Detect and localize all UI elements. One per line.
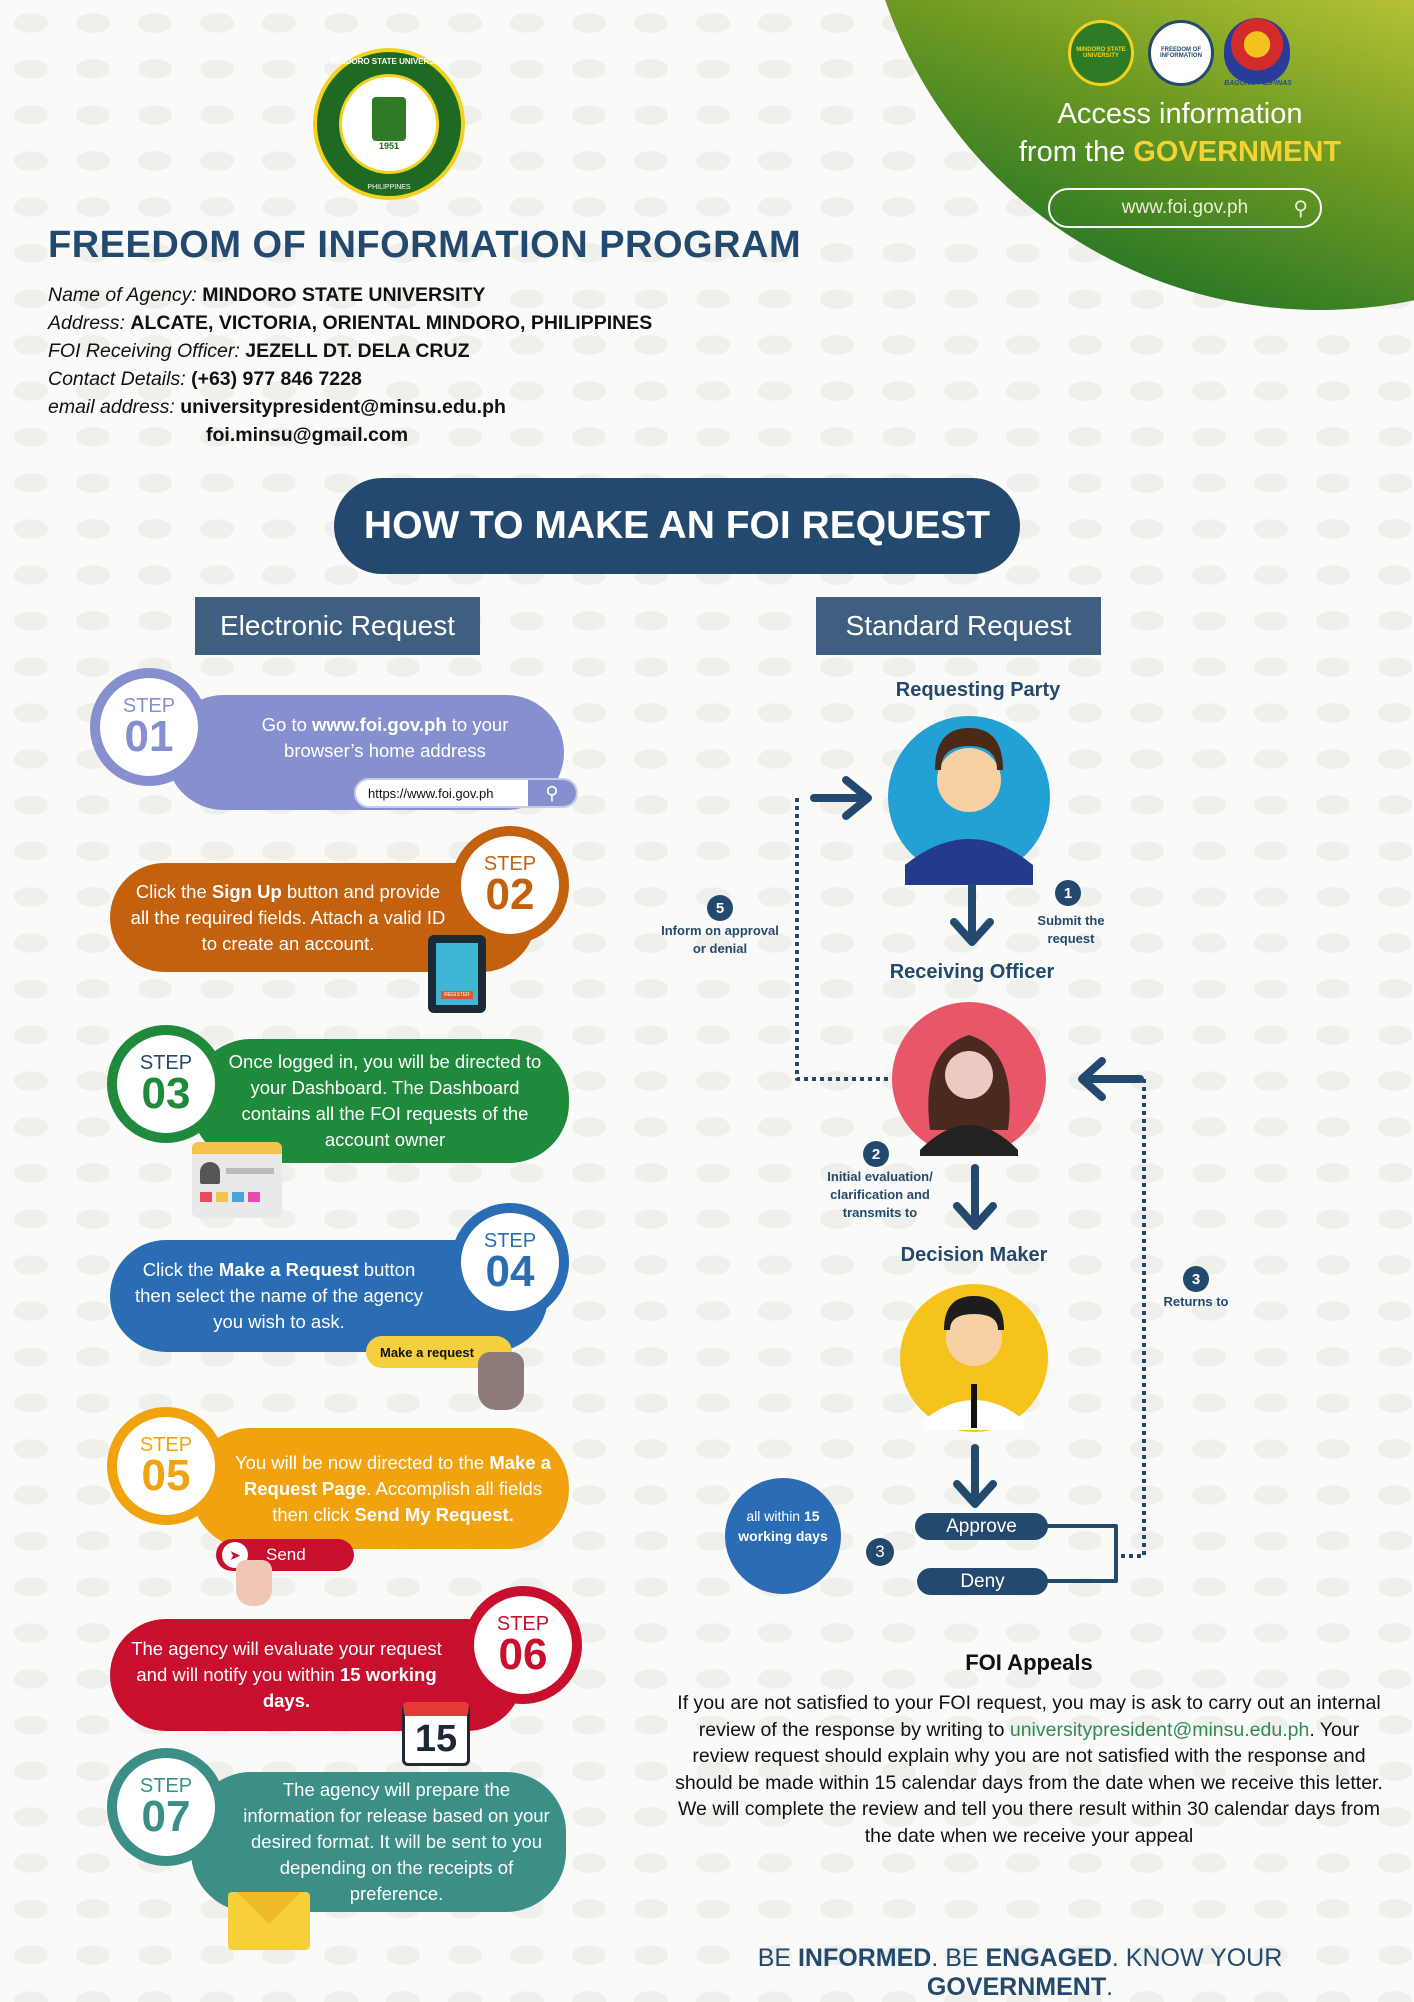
hero-line1: Access information (1057, 98, 1303, 130)
step-05-card: You will be now directed to the Make a R… (191, 1428, 569, 1549)
approve-option: Approve (915, 1513, 1048, 1540)
info-value: MINDORO STATE UNIVERSITY (202, 284, 486, 306)
info-agency: Name of Agency: MINDORO STATE UNIVERSITY (48, 284, 485, 307)
seal-top-text: MINDORO STATE UNIVERSITY (330, 57, 448, 66)
university-seal: 1951 MINDORO STATE UNIVERSITY PHILIPPINE… (313, 48, 465, 200)
email-link-secondary[interactable]: foi.minsu@gmail.com (206, 424, 409, 446)
bagong-pilipinas-logo (1224, 18, 1290, 84)
info-email: email address: universitypresident@minsu… (48, 396, 506, 419)
deny-option: Deny (917, 1568, 1048, 1595)
dotted-line (795, 798, 1146, 1558)
arrow-down-icon (950, 882, 994, 946)
info-officer: FOI Receiving Officer: JEZELL DT. DELA C… (48, 340, 470, 363)
email-link[interactable]: universitypresident@minsu.edu.ph (180, 396, 506, 418)
bagong-pilipinas-label: BAGONG PILIPINAS (1224, 80, 1292, 87)
node-receiving-officer: Receiving Officer (889, 961, 1055, 983)
foi-search-box[interactable]: www.foi.gov.ph ⚲ (1048, 188, 1322, 228)
edge-label-returns: Returns to (1163, 1294, 1229, 1309)
appeals-email-link[interactable]: universitypresident@minsu.edu.ph (1009, 1718, 1310, 1741)
arrow-right-icon (810, 776, 872, 820)
appeals-title: FOI Appeals (965, 1650, 1093, 1675)
calendar-icon: 15 (402, 1702, 470, 1766)
timeframe-badge (725, 1478, 841, 1594)
tablet-icon: REGISTER (428, 935, 486, 1013)
seal-emblem (372, 97, 406, 141)
search-icon[interactable]: ⚲ (1293, 197, 1308, 220)
info-address: Address: ALCATE, VICTORIA, ORIENTAL MIND… (48, 312, 652, 335)
pointer-hand-icon (478, 1352, 524, 1410)
node-decision-maker: Decision Maker (900, 1244, 1048, 1266)
node-requesting-party: Requesting Party (895, 679, 1061, 701)
arrow-down-icon (953, 1164, 997, 1230)
edge-label-submit: Submit the request (1037, 913, 1105, 946)
seal-year: 1951 (378, 141, 400, 151)
info-label: Contact Details: (48, 368, 186, 390)
info-value: (+63) 977 846 7228 (191, 368, 362, 390)
decision-connector (1046, 1524, 1118, 1583)
logo-text: MINDORO STATE UNIVERSITY (1076, 47, 1126, 59)
info-label: email address: (48, 396, 175, 418)
edge-label-evaluation: Initial evaluation/ clarification and tr… (827, 1169, 933, 1220)
electronic-request-heading: Electronic Request (195, 597, 480, 655)
appeals-text: If you are not satisfied to your FOI req… (675, 1692, 1383, 1847)
tagline: BE INFORMED. BE ENGAGED. KNOW YOUR GOVER… (757, 1944, 1283, 2001)
search-value: www.foi.gov.ph (1121, 197, 1249, 218)
dashboard-icon (192, 1142, 282, 1218)
hero-line2: from the (1018, 136, 1126, 168)
timeframe-text: all within 15 working days (738, 1508, 828, 1544)
url-text: https://www.foi.gov.ph (368, 785, 494, 801)
info-contact: Contact Details: (+63) 977 846 7228 (48, 368, 362, 391)
standard-request-heading: Standard Request (816, 597, 1101, 655)
url-bar[interactable]: https://www.foi.gov.ph ⚲ (354, 778, 578, 808)
step-07-card: The agency will prepare the information … (191, 1772, 566, 1912)
edge-label-inform: Inform on approval or denial (661, 923, 779, 956)
step-number-badge: 1 (1055, 880, 1081, 906)
page-title: FREEDOM OF INFORMATION PROGRAM (48, 224, 802, 266)
step-number-badge: 3 (866, 1538, 894, 1566)
logo-text: FREEDOM OF INFORMATION (1160, 47, 1202, 59)
info-label: Address: (48, 312, 125, 334)
envelope-icon (228, 1892, 310, 1950)
step-number-badge: 3 (1183, 1266, 1209, 1292)
search-icon[interactable]: ⚲ (528, 780, 576, 806)
arrow-left-icon (1078, 1057, 1144, 1101)
link-foi[interactable]: www.foi.gov.ph (312, 713, 447, 735)
step-number-badge: 5 (707, 895, 733, 921)
pointer-hand-icon (236, 1560, 272, 1606)
info-label: FOI Receiving Officer: (48, 340, 240, 362)
info-value: JEZELL DT. DELA CRUZ (245, 340, 470, 362)
arrow-down-icon (953, 1444, 997, 1508)
hero-highlight: GOVERNMENT (1133, 136, 1342, 168)
step-number-badge: 2 (863, 1141, 889, 1167)
register-button: REGISTER (441, 991, 473, 999)
section-banner: HOW TO MAKE AN FOI REQUEST (334, 478, 1020, 574)
info-label: Name of Agency: (48, 284, 197, 306)
minsu-seal-small: MINDORO STATE UNIVERSITY (1068, 20, 1134, 86)
info-value: ALCATE, VICTORIA, ORIENTAL MINDORO, PHIL… (130, 312, 653, 334)
seal-bottom-text: PHILIPPINES (367, 184, 411, 191)
foi-logo: FREEDOM OF INFORMATION (1148, 20, 1214, 86)
